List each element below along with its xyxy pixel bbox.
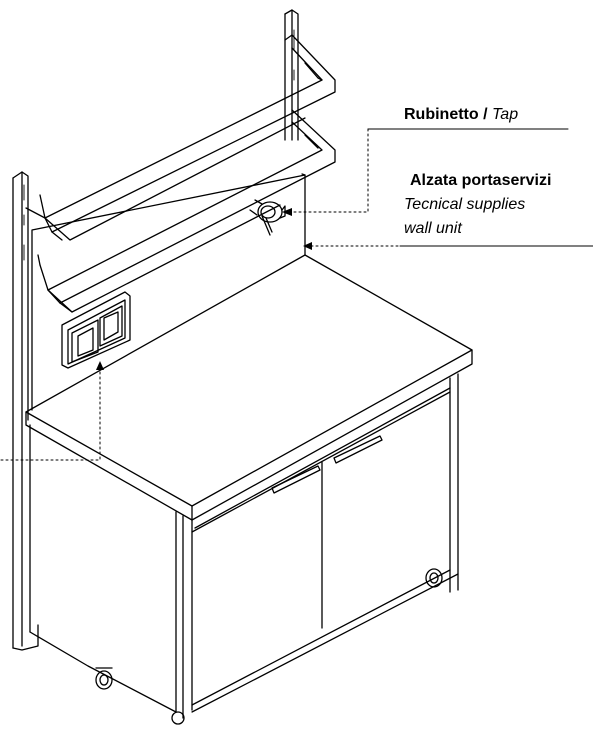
electrical-sockets-icon <box>61 291 131 369</box>
right-upright <box>284 9 299 141</box>
wall-unit-label-english-line1: Tecnical supplies <box>404 196 526 213</box>
wall-unit-back-panel <box>31 173 306 411</box>
worktop <box>25 254 473 521</box>
leader-lines <box>0 128 593 461</box>
castors <box>95 568 443 725</box>
cabinet <box>29 373 459 719</box>
left-upright <box>12 171 39 651</box>
lower-shelf <box>37 109 336 313</box>
wall-unit-label-italian: Alzata portaservizi <box>410 172 552 189</box>
tap-label-italian: Rubinetto <box>404 106 479 123</box>
tap-label-english: Tap <box>492 106 519 123</box>
door-handles <box>271 435 383 494</box>
tap-label: Rubinetto / Tap <box>404 104 518 125</box>
tap-label-separator: / <box>478 106 492 123</box>
arrowheads <box>96 208 312 370</box>
wall-unit-label-english-line2: wall unit <box>404 220 462 237</box>
upper-shelf <box>25 34 336 241</box>
